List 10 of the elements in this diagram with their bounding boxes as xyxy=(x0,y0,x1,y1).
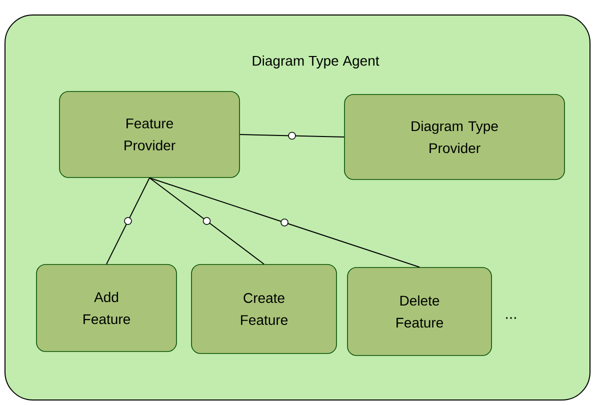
connector-line xyxy=(149,177,420,268)
component-box: Add Feature xyxy=(36,264,177,352)
connector-line xyxy=(149,177,264,265)
connector-line xyxy=(106,177,150,265)
component-box: Create Feature xyxy=(191,264,337,354)
component-box: Delete Feature xyxy=(347,267,492,356)
component-box: Diagram Type Provider xyxy=(344,94,565,180)
ellipsis: ... xyxy=(506,317,516,319)
connector-line xyxy=(239,132,345,140)
component-box: Feature Provider xyxy=(59,91,240,178)
